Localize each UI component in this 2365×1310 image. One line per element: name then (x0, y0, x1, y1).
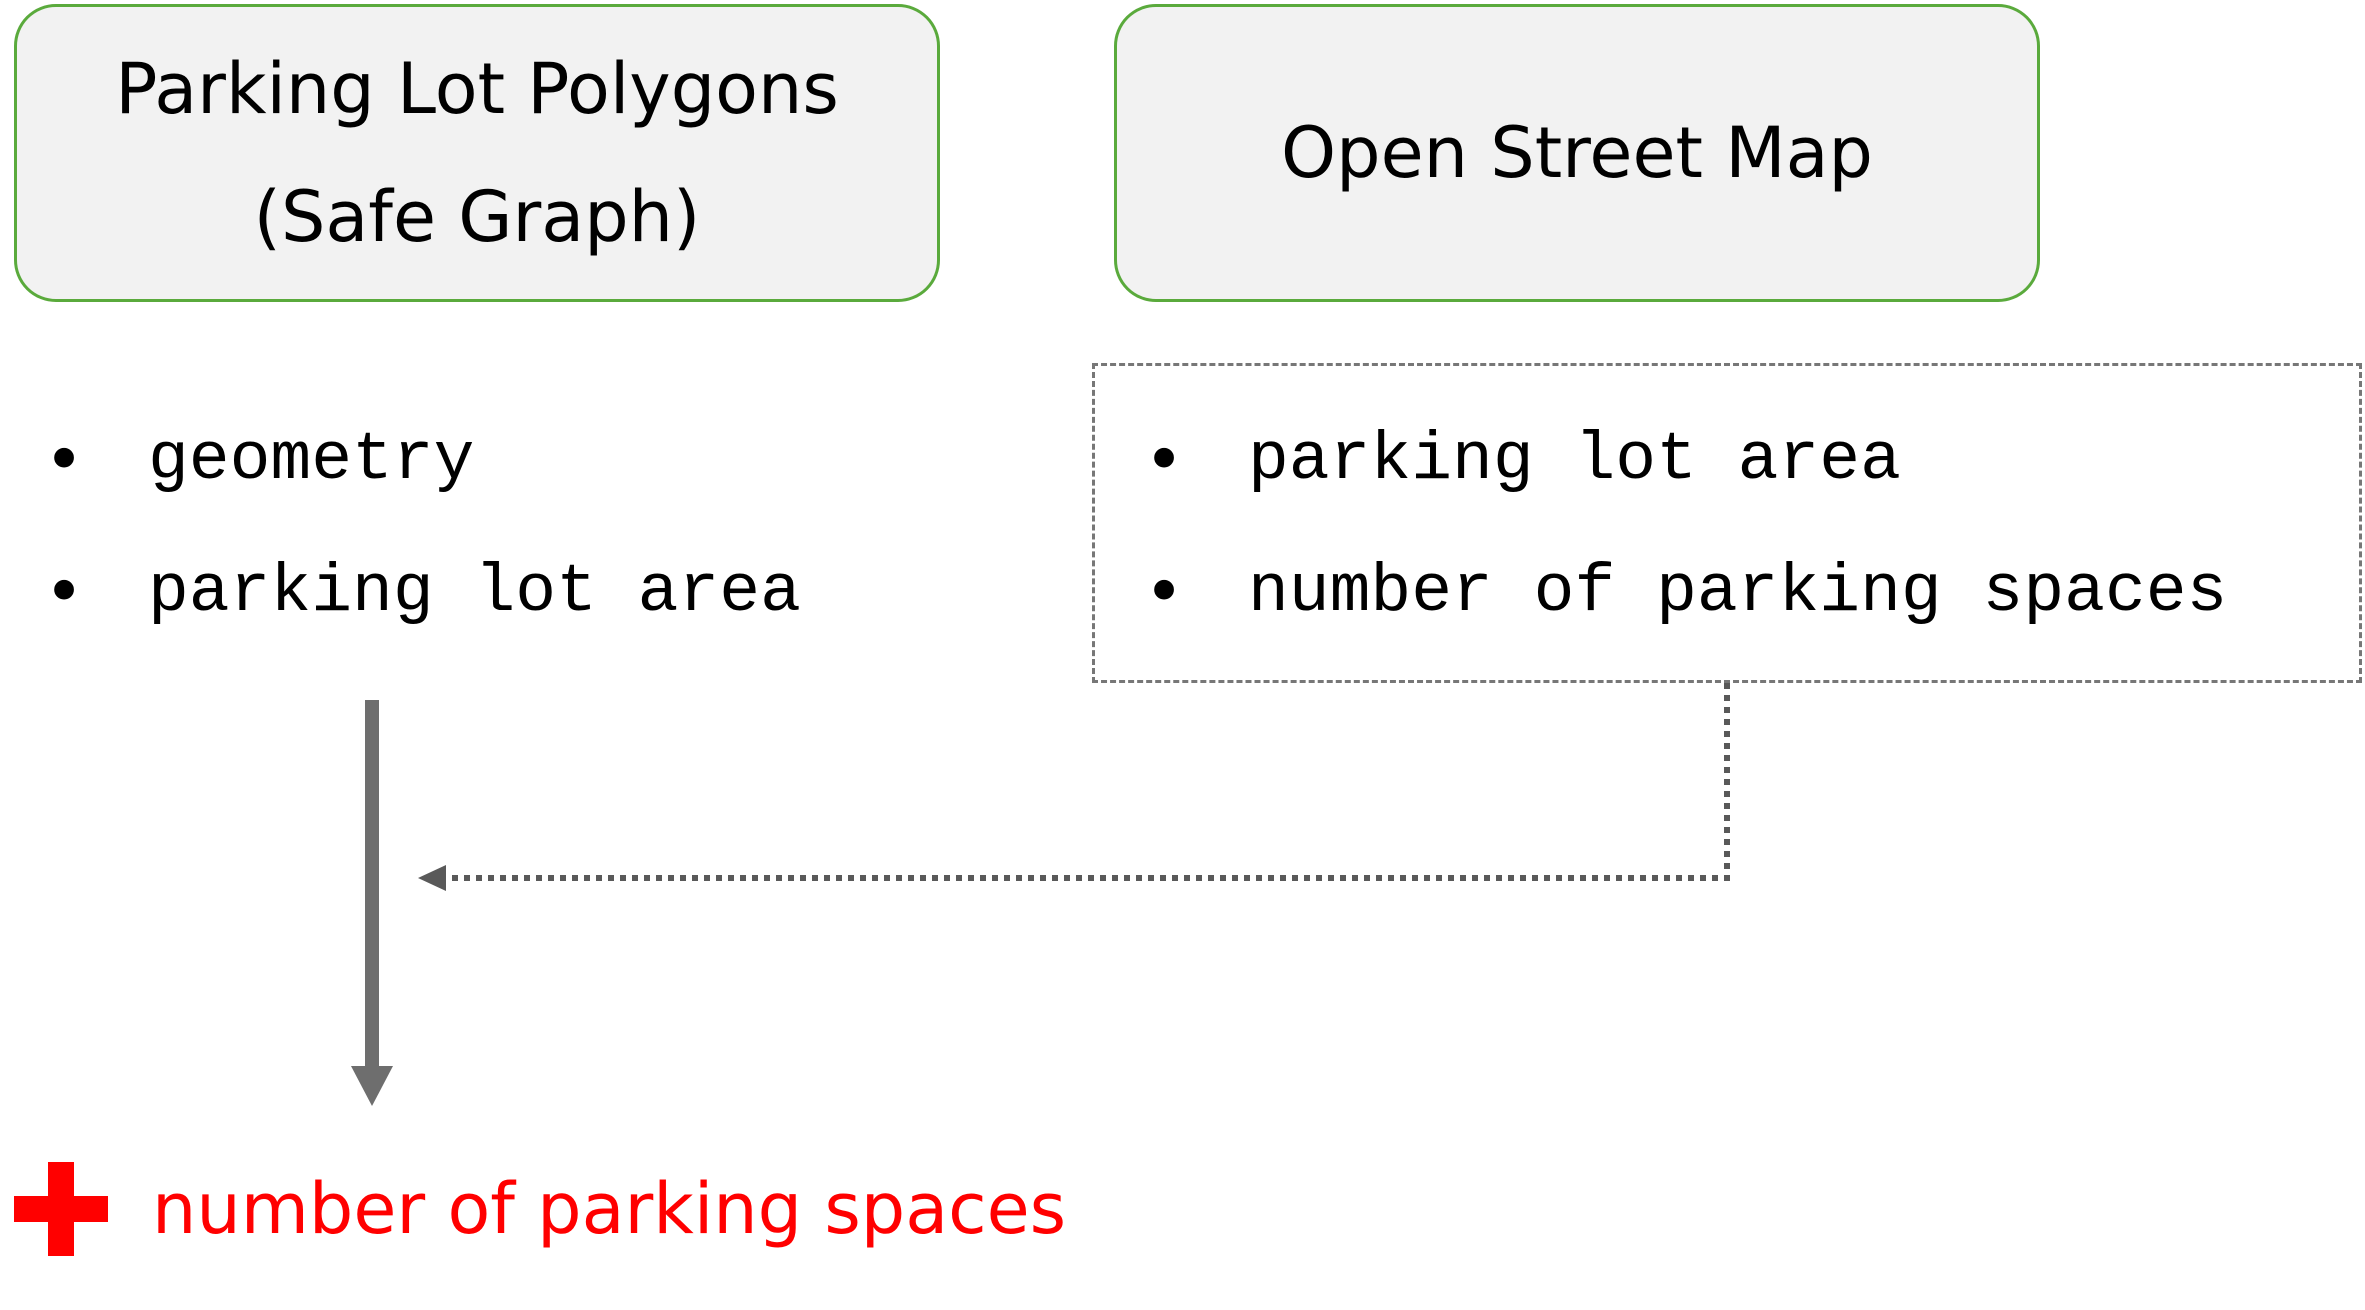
arrow-down-icon (351, 1066, 393, 1106)
list-item: • parking lot area (1144, 395, 2227, 527)
derived-output-label: number of parking spaces (152, 1168, 1067, 1250)
derived-output: number of parking spaces (14, 1162, 1066, 1256)
list-item: • geometry (44, 395, 801, 527)
safegraph-title-line1: Parking Lot Polygons (115, 48, 839, 130)
osm-attribute-list: • parking lot area • number of parking s… (1144, 395, 2227, 659)
safegraph-attribute-list: • geometry • parking lot area (44, 395, 801, 659)
safegraph-title-line2: (Safe Graph) (253, 176, 701, 258)
osm-merge-arrow-line (440, 683, 1730, 881)
plus-icon (14, 1162, 108, 1256)
osm-title: Open Street Map (1281, 112, 1873, 194)
attribute-geometry: geometry (148, 422, 475, 499)
arrow-left-icon (418, 865, 446, 891)
osm-attribute-frame (1092, 363, 2362, 683)
safegraph-source-box: Parking Lot Polygons (Safe Graph) (14, 4, 940, 302)
main-flow-arrow (351, 700, 393, 1106)
attribute-number-of-parking-spaces: number of parking spaces (1248, 554, 2228, 631)
attribute-parking-lot-area: parking lot area (148, 554, 801, 631)
list-item: • number of parking spaces (1144, 527, 2227, 659)
osm-source-box: Open Street Map (1114, 4, 2040, 302)
osm-merge-arrow (418, 683, 1730, 891)
list-item: • parking lot area (44, 527, 801, 659)
attribute-parking-lot-area: parking lot area (1248, 422, 1901, 499)
